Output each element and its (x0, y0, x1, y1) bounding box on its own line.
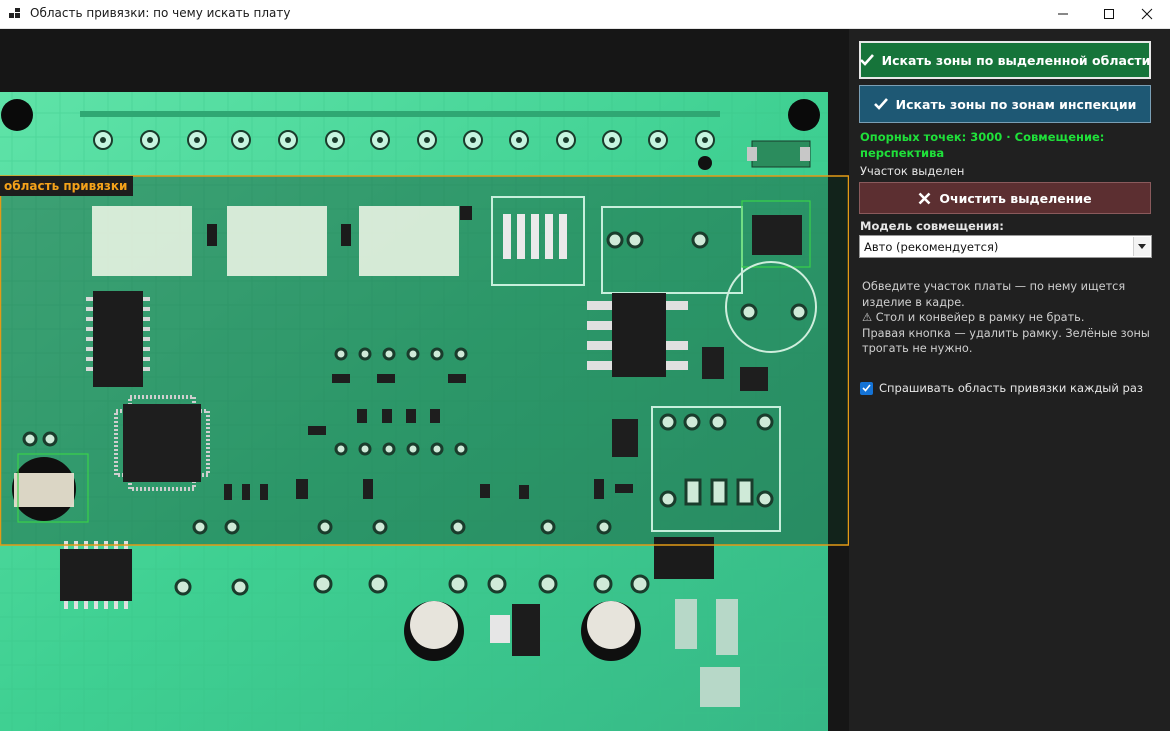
alignment-model-label: Модель совмещения: (860, 219, 1004, 233)
help-line: Обведите участок платы — по нему ищется (862, 280, 1126, 293)
alignment-status: Опорных точек: 3000 · Совмещение: перспе… (860, 130, 1105, 160)
search-by-inspection-zones-button[interactable]: Искать зоны по зонам инспекции (859, 85, 1151, 123)
window-title: Область привязки: по чему искать плату (30, 6, 291, 20)
match-box-br1 (741, 200, 811, 268)
minimize-icon (1058, 13, 1068, 15)
alignment-model-value: Авто (рекомендуется) (864, 240, 999, 254)
pcb-image (0, 92, 849, 731)
close-icon (1141, 8, 1153, 20)
pad-rows (22, 347, 612, 535)
relay-blocks (92, 196, 743, 294)
ask-every-time-checkbox[interactable]: Спрашивать область привязки каждый раз (860, 381, 1143, 395)
app-icon (9, 8, 20, 18)
alignment-model-select[interactable]: Авто (рекомендуется) (859, 235, 1152, 258)
maximize-button[interactable] (1086, 0, 1132, 28)
minimize-button[interactable] (1040, 0, 1086, 28)
maximize-icon (1104, 9, 1114, 19)
anchor-region-label: область привязки (0, 176, 134, 196)
checkbox-checked-icon[interactable] (860, 381, 873, 395)
check-icon (873, 98, 888, 110)
mounting-hole (788, 99, 820, 131)
title-bar: Область привязки: по чему искать плату (0, 0, 1170, 29)
search-by-selection-label: Искать зоны по выделенной области (881, 52, 1151, 68)
control-panel: Искать зоны по выделенной области Искать… (849, 29, 1170, 731)
match-box-cap (17, 453, 89, 523)
terminal-row (80, 111, 720, 150)
clear-selection-label: Очистить выделение (939, 190, 1092, 206)
help-line: изделие в кадре. (862, 295, 965, 309)
ask-every-time-label: Спрашивать область привязки каждый раз (879, 381, 1143, 395)
help-line: Правая кнопка — удалить рамку. Зелёные з… (862, 326, 1150, 340)
clear-selection-button[interactable]: Очистить выделение (859, 182, 1151, 214)
selection-state: Участок выделен (860, 164, 965, 178)
help-line: трогать не нужно. (862, 342, 973, 355)
image-viewport[interactable]: область привязки (0, 29, 849, 731)
help-line: ⚠ Стол и конвейер в рамку не брать. (862, 311, 1085, 324)
check-icon (859, 54, 874, 66)
close-button[interactable] (1124, 0, 1170, 28)
search-by-selection-button[interactable]: Искать зоны по выделенной области (859, 41, 1151, 79)
chevron-down-icon (1133, 237, 1150, 256)
selection-rectangle[interactable] (0, 175, 849, 546)
mounting-hole (1, 99, 33, 131)
electrolytic-caps (12, 457, 641, 661)
ic-tny264 (612, 293, 666, 377)
ic-u10 (93, 291, 143, 387)
help-text: Обведите участок платы — по нему ищется … (862, 279, 1150, 357)
close-icon (918, 192, 931, 205)
search-by-inspection-zones-label: Искать зоны по зонам инспекции (895, 96, 1137, 112)
